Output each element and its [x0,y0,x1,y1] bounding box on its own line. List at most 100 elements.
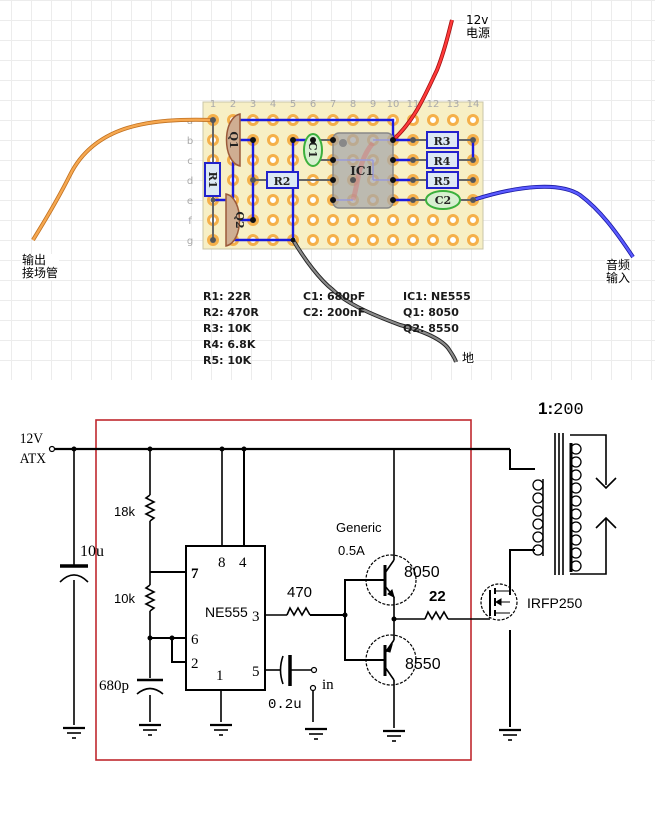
pin-1: 1 [216,668,224,684]
column-number: 7 [330,99,336,110]
label-18k: 18k [114,504,135,519]
column-number: 10 [387,99,400,110]
mosfet-irfp250[interactable] [470,583,518,621]
ground-symbol [497,728,523,742]
r2-resistor[interactable]: R2 [266,171,299,189]
supply-terminal[interactable] [48,445,56,453]
column-number: 3 [250,99,256,110]
r3-resistor[interactable]: R3 [426,131,459,149]
column-number: 9 [370,99,376,110]
board-hole [467,214,479,226]
column-number: 2 [230,99,236,110]
r4-resistor[interactable]: R4 [426,151,459,169]
input-terminal-a[interactable] [310,666,318,674]
board-hole [447,214,459,226]
bom-item: C2: 200nF [303,306,366,319]
coil-turn [532,505,544,517]
board-hole [347,214,359,226]
column-number: 11 [407,99,420,110]
c1-capacitor[interactable]: C1 [303,133,323,167]
ne555-label: NE555 [205,604,248,620]
bom-capacitors: C1: 680pF C2: 200nF [303,289,365,321]
board-hole [267,214,279,226]
label-0-2u: 0.2u [268,697,302,713]
label-680p: 680p [99,678,129,694]
r2-label: R2 [274,175,291,188]
bom-item: Q1: 8050 [403,306,459,319]
board-hole [267,134,279,146]
bom-semiconductors: IC1: NE555 Q1: 8050 Q2: 8550 [403,289,471,337]
ground-symbol [208,723,234,737]
coil-turn [532,479,544,491]
coil-turn [532,518,544,530]
q2-transistor[interactable]: Q2 [225,193,246,247]
row-letter: d [187,176,193,187]
ground-symbol [381,729,407,743]
pin-3: 3 [252,609,260,625]
power-label-voltage: 12v [466,13,489,27]
board-hole [427,114,439,126]
label-470: 470 [287,584,312,601]
coil-turn [532,492,544,504]
ground-label: 地 [461,351,476,365]
q1-label: Q1 [227,131,240,148]
audio-in-label-line1: 音频 [606,258,631,272]
board-hole [407,214,419,226]
output-label-line2: 接场管 [22,266,59,280]
c2-capacitor[interactable]: C2 [425,190,461,210]
npn-transistor-8050[interactable] [365,554,417,606]
board-hole [447,234,459,246]
q1-transistor[interactable]: Q1 [225,113,241,167]
ground-symbol [61,726,87,740]
ground-symbol [303,727,329,741]
r5-resistor[interactable]: R5 [426,171,459,189]
supply-label-12v: 12V [20,430,44,447]
board-hole [307,214,319,226]
board-hole [427,214,439,226]
board-hole [267,154,279,166]
junction-dots [71,446,397,641]
ic1-label: IC1 [350,164,374,178]
ic1-component[interactable]: IC1 [332,132,394,209]
power-label: 12v 电源 [465,13,492,40]
lead-ends [210,117,476,243]
board-hole [347,234,359,246]
input-terminal-b[interactable] [309,684,317,692]
board-hole [307,234,319,246]
label-22: 22 [429,588,446,605]
board-hole [367,214,379,226]
pin-8: 8 [218,555,226,571]
output-label-line1: 输出 [22,253,47,267]
driver-section-box [95,419,472,761]
c1-label: C1 [306,142,319,158]
board-hole [407,234,419,246]
audio-in-label-line2: 输入 [606,271,631,285]
r1-label: R1 [206,172,219,189]
solder-joints [250,137,396,243]
transformer-primary [532,479,544,556]
column-number: 4 [270,99,276,110]
label-irfp250: IRFP250 [527,595,582,611]
pnp-transistor-8550[interactable] [365,634,417,686]
transformer-secondary [569,443,582,572]
q2-label: Q2 [233,211,246,228]
row-letter: f [188,216,192,227]
ne555-chip[interactable] [185,545,266,691]
schematic-wires [55,434,617,728]
bom-item: IC1: NE555 [403,290,471,303]
board-hole [467,114,479,126]
label-generic: Generic [336,520,382,535]
column-number: 8 [350,99,356,110]
ground-wire-core [292,239,458,363]
bom-item: R3: 10K [203,322,252,335]
r1-resistor[interactable]: R1 [204,162,221,197]
supply-label-atx: ATX [20,450,47,467]
row-letter: c [187,156,193,167]
column-number: 12 [427,99,440,110]
board-hole [327,234,339,246]
power-label-text: 电源 [466,26,491,40]
board-hole [467,234,479,246]
